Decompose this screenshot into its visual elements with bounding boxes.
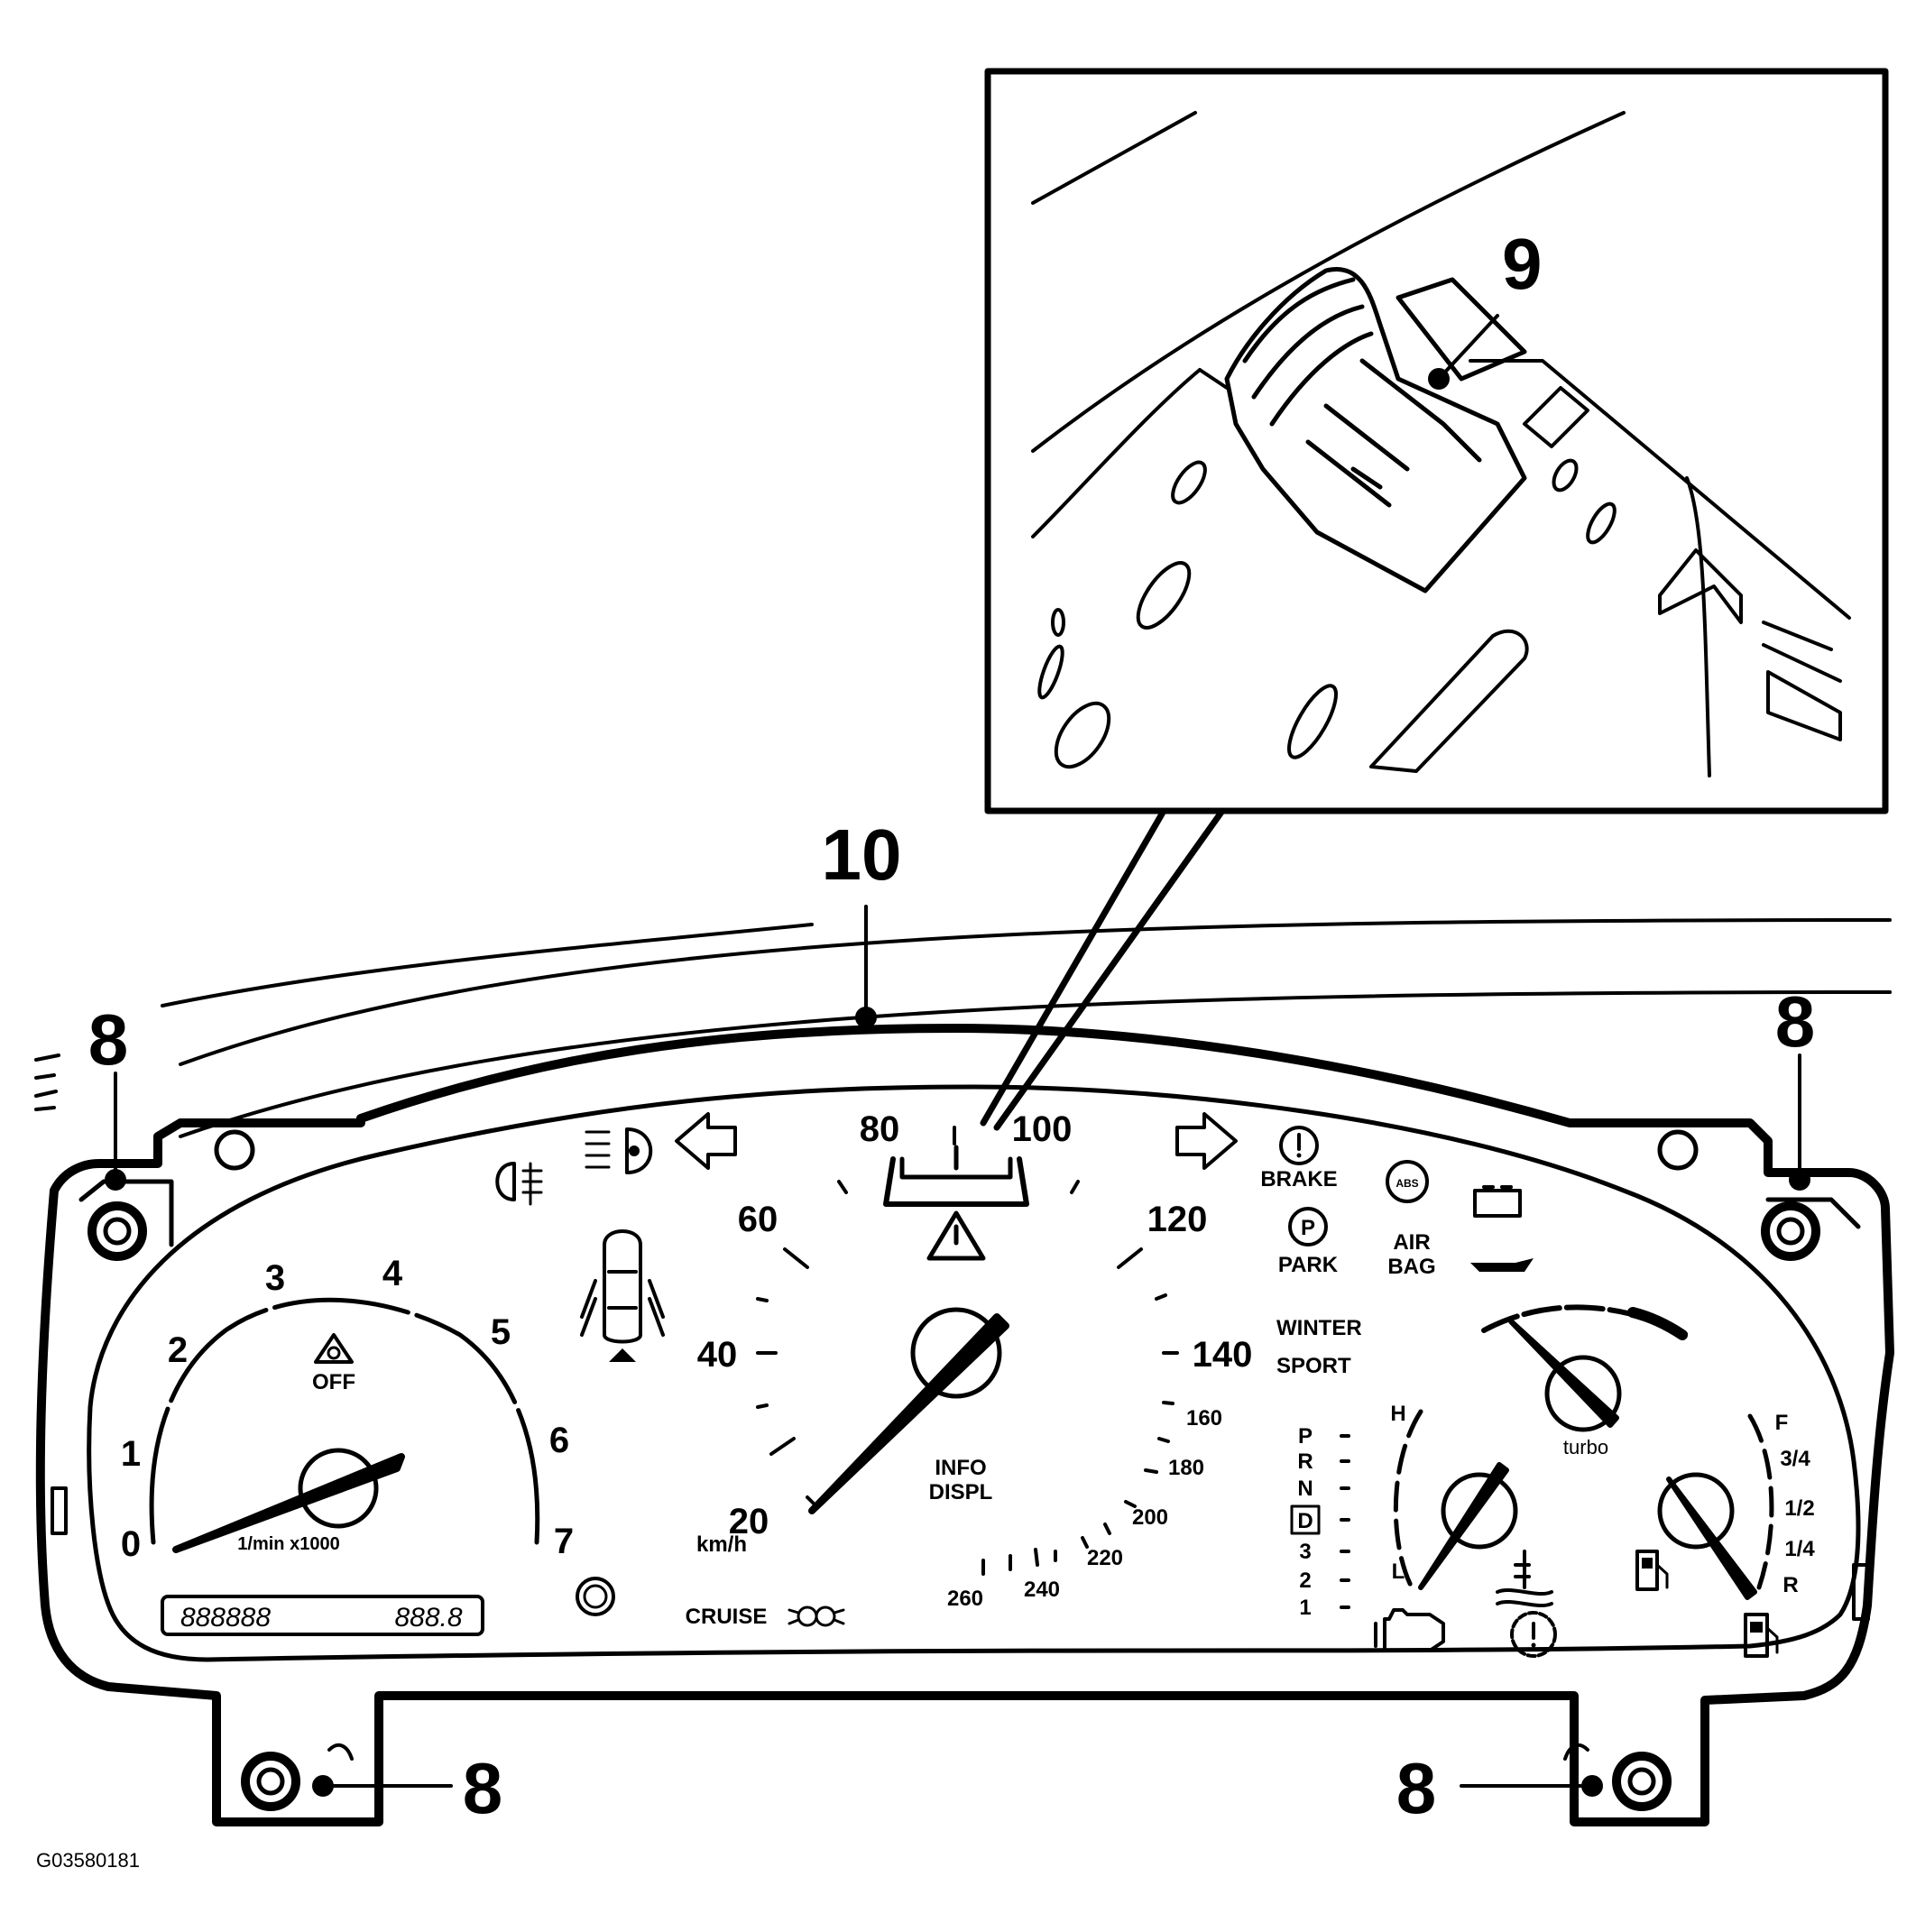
airbag-label-1: AIR [1393,1230,1430,1255]
callout-8-top-left: 8 [88,999,129,1080]
speed-40: 40 [697,1335,738,1375]
bulb-icon [576,1577,615,1616]
tach-2: 2 [168,1330,188,1370]
gear-warning-icon [1510,1611,1557,1658]
callout-8-bottom-right: 8 [1396,1748,1437,1828]
tach-7: 7 [554,1522,574,1561]
speed-20: 20 [729,1502,769,1541]
fuel-reserve: R [1782,1573,1798,1597]
brake-label: BRAKE [1260,1167,1337,1191]
oil-icon [1470,1258,1534,1272]
tach-5: 5 [491,1312,511,1352]
brake-warning-icon [1279,1126,1319,1165]
speed-120: 120 [1147,1200,1208,1239]
odometer-total: 888.8 [394,1603,462,1633]
park-icon-glyph: P [1301,1216,1315,1240]
speed-260: 260 [947,1587,983,1611]
speed-80: 80 [860,1109,900,1149]
fuel-reserve-icon [1744,1613,1779,1658]
hazard-icon [926,1210,986,1261]
gear-n: N [1297,1477,1313,1501]
coolant-icon [1496,1550,1553,1608]
fuel-3-4: 3/4 [1780,1447,1810,1471]
temp-gauge [1393,1409,1518,1590]
winter-label: WINTER [1276,1316,1362,1340]
callout-9: 9 [1502,224,1543,304]
speed-100: 100 [1012,1109,1073,1149]
speed-240: 240 [1024,1578,1060,1602]
speed-60: 60 [738,1200,778,1239]
callout-10-leader [855,905,877,1028]
turbo-label: turbo [1563,1436,1608,1458]
turn-left-icon [675,1112,737,1170]
gear-2: 2 [1299,1569,1311,1593]
gear-r: R [1297,1449,1313,1474]
speed-200: 200 [1132,1505,1168,1530]
callout-8-bottom-left: 8 [463,1748,503,1828]
headlight-icon [585,1127,653,1174]
gear-d: D [1297,1509,1313,1533]
tach-3: 3 [265,1258,285,1298]
speed-140: 140 [1193,1335,1253,1375]
cruise-label: CRUISE [686,1605,768,1629]
callout-10: 10 [822,814,902,895]
speed-180: 180 [1168,1456,1204,1480]
speedometer [756,1126,1179,1576]
info-label-2: DISPL [929,1480,993,1504]
fog-light-icon [495,1162,543,1206]
fuel-1-4: 1/4 [1784,1537,1815,1561]
tach-6: 6 [549,1421,569,1460]
engine-icon [1374,1608,1445,1652]
fuel-gauge [1657,1413,1774,1600]
tach-unit: 1/min x1000 [237,1534,339,1554]
gear-p: P [1298,1424,1313,1449]
abs-label: ABS [1396,1177,1418,1190]
park-icon [1288,1207,1328,1247]
fuel-full: F [1775,1411,1789,1435]
turbo-gauge [1481,1304,1690,1432]
connector-inset [980,68,1889,1131]
fuel-1-2: 1/2 [1784,1496,1814,1521]
park-label: PARK [1278,1253,1339,1277]
parking-light-icon [788,1605,845,1627]
sport-label: SPORT [1276,1354,1351,1378]
gear-3: 3 [1299,1540,1311,1564]
door-open-icon [580,1229,665,1362]
speed-unit: km/h [696,1532,747,1557]
callout-8-top-right: 8 [1775,981,1816,1062]
info-label-1: INFO [935,1456,986,1480]
odometer-trip: 888888 [180,1603,271,1633]
turn-right-icon [1175,1112,1238,1170]
temp-low: L [1392,1559,1405,1584]
battery-icon [1473,1185,1522,1218]
figure-code: G03580181 [36,1849,140,1872]
tach-1: 1 [121,1434,141,1474]
mounting-screws [88,1053,1820,1811]
tcs-off-label: OFF [312,1370,355,1394]
tcs-icon [314,1333,354,1364]
odometer [161,1595,484,1636]
abs-icon [1386,1160,1429,1203]
tach-4: 4 [382,1254,403,1293]
cluster-housing [35,1024,1894,1826]
tachometer [149,1297,540,1553]
tach-0: 0 [121,1524,141,1564]
gear-1: 1 [1299,1596,1311,1620]
speed-220: 220 [1087,1546,1123,1570]
temp-high: H [1390,1402,1405,1426]
gear-indicator [1290,1434,1350,1609]
fuel-icon [1635,1550,1669,1591]
airbag-label-2: BAG [1387,1255,1435,1279]
speed-160: 160 [1186,1406,1222,1431]
